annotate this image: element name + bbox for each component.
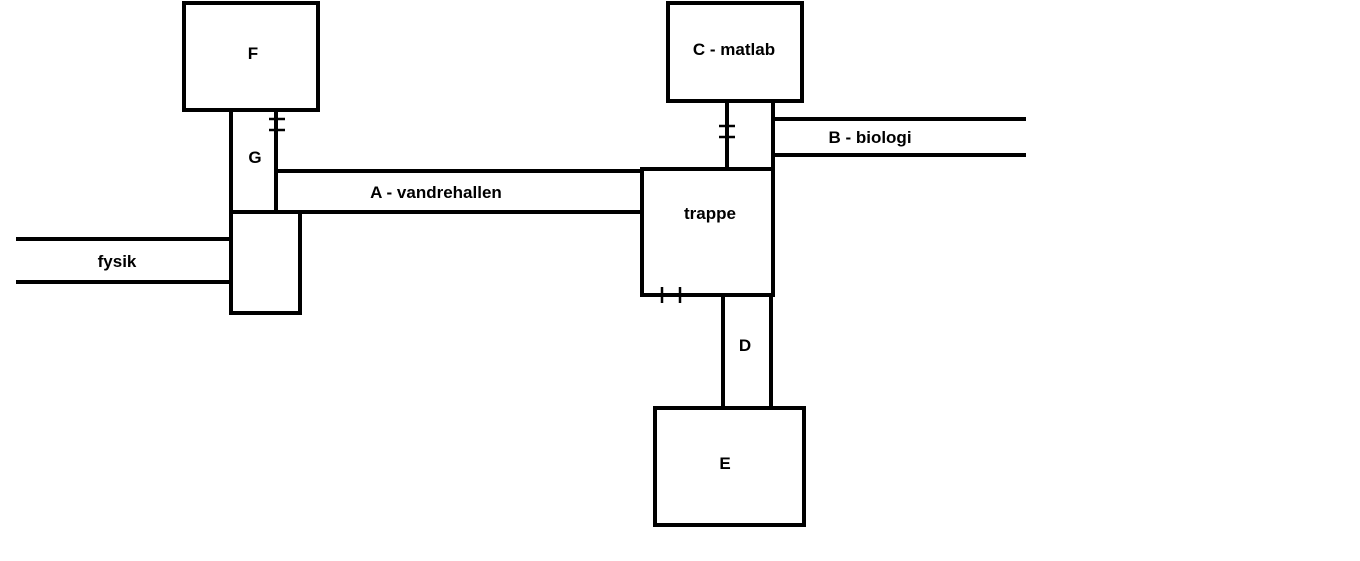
- door-g-icon: [269, 117, 285, 132]
- room-c: [666, 1, 804, 103]
- room-e-label: E: [719, 454, 730, 473]
- room-f: [182, 1, 320, 112]
- door-c-icon: [719, 124, 735, 139]
- corridor-g-label: G: [248, 148, 261, 167]
- corridor-d-label: D: [739, 336, 751, 355]
- room-e: [653, 406, 806, 527]
- stair-label: trappe: [684, 204, 736, 223]
- junction-room: [229, 210, 302, 315]
- corridor-fysik-label: fysik: [98, 252, 137, 271]
- room-f-label: F: [248, 44, 258, 63]
- corridor-b-label: B - biologi: [828, 128, 911, 147]
- stair-room: [640, 167, 775, 297]
- corridor-a-label: A - vandrehallen: [370, 183, 502, 202]
- door-stair-icon: [660, 287, 682, 303]
- room-c-label: C - matlab: [693, 40, 775, 59]
